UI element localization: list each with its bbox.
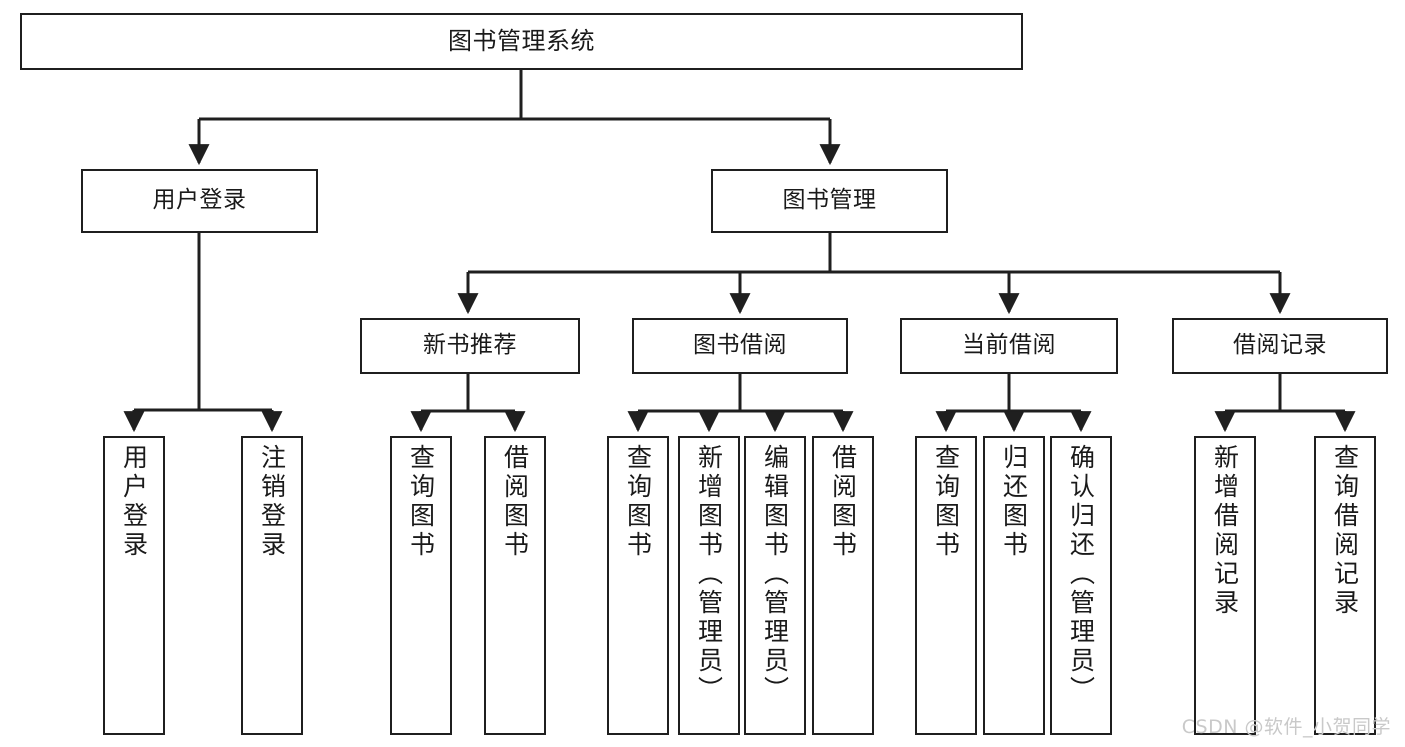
node-leaf-logout[interactable]: 注销登录 [241, 436, 303, 735]
node-leaf-add-record[interactable]: 新增借阅记录 [1194, 436, 1256, 735]
node-leaf-return-book[interactable]: 归还图书 [983, 436, 1045, 735]
node-new-book-rec[interactable]: 新书推荐 [360, 318, 580, 374]
node-leaf-edit-book-label: 编辑图书（管理员） [760, 444, 790, 705]
watermark: CSDN @软件_小贺同学 [1181, 716, 1391, 738]
node-leaf-query-record-label: 查询借阅记录 [1330, 444, 1360, 618]
node-leaf-logout-label: 注销登录 [257, 444, 287, 560]
node-book-manage[interactable]: 图书管理 [711, 169, 948, 233]
node-user-login-label: 用户登录 [152, 187, 247, 214]
node-leaf-return-book-label: 归还图书 [999, 444, 1029, 560]
node-leaf-query-book-3[interactable]: 查询图书 [915, 436, 977, 735]
node-leaf-query-book-1-label: 查询图书 [406, 444, 436, 560]
node-leaf-confirm-return[interactable]: 确认归还（管理员） [1050, 436, 1112, 735]
node-leaf-add-book[interactable]: 新增图书（管理员） [678, 436, 740, 735]
node-leaf-confirm-return-label: 确认归还（管理员） [1066, 444, 1096, 705]
node-new-book-rec-label: 新书推荐 [423, 332, 517, 359]
node-leaf-user-login-label: 用户登录 [119, 444, 149, 560]
node-book-borrow-label: 图书借阅 [693, 332, 787, 359]
node-borrow-record[interactable]: 借阅记录 [1172, 318, 1388, 374]
node-current-borrow[interactable]: 当前借阅 [900, 318, 1118, 374]
node-leaf-borrow-book-1[interactable]: 借阅图书 [484, 436, 546, 735]
node-leaf-query-book-2[interactable]: 查询图书 [607, 436, 669, 735]
node-leaf-query-book-2-label: 查询图书 [623, 444, 653, 560]
node-book-manage-label: 图书管理 [782, 187, 877, 214]
node-leaf-add-record-label: 新增借阅记录 [1210, 444, 1240, 618]
node-leaf-borrow-book-1-label: 借阅图书 [500, 444, 530, 560]
node-borrow-record-label: 借阅记录 [1233, 332, 1327, 359]
node-leaf-query-book-1[interactable]: 查询图书 [390, 436, 452, 735]
node-leaf-edit-book[interactable]: 编辑图书（管理员） [744, 436, 806, 735]
node-leaf-borrow-book-2-label: 借阅图书 [828, 444, 858, 560]
node-leaf-query-book-3-label: 查询图书 [931, 444, 961, 560]
node-current-borrow-label: 当前借阅 [962, 332, 1056, 359]
node-user-login[interactable]: 用户登录 [81, 169, 318, 233]
node-leaf-query-record[interactable]: 查询借阅记录 [1314, 436, 1376, 735]
node-leaf-user-login[interactable]: 用户登录 [103, 436, 165, 735]
node-book-borrow[interactable]: 图书借阅 [632, 318, 848, 374]
node-root-label: 图书管理系统 [448, 27, 595, 56]
node-leaf-add-book-label: 新增图书（管理员） [694, 444, 724, 705]
node-root[interactable]: 图书管理系统 [20, 13, 1023, 70]
node-leaf-borrow-book-2[interactable]: 借阅图书 [812, 436, 874, 735]
